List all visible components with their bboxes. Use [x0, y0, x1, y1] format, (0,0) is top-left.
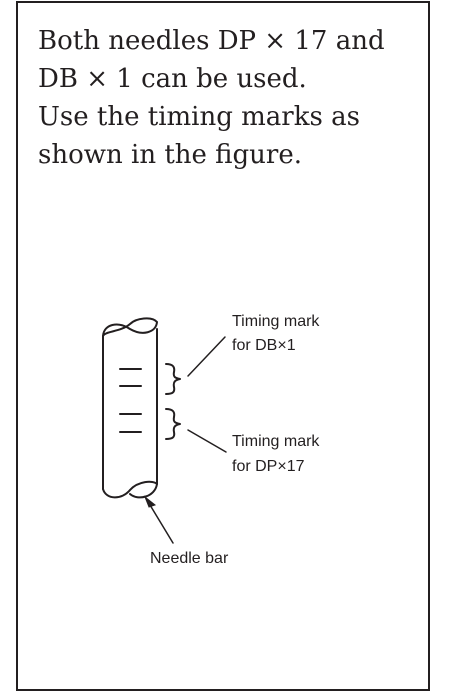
label-dp-line-2: for DP×17 — [232, 458, 305, 475]
instruction-line-4: shown in the figure. — [38, 140, 302, 170]
leader-line-dp — [187, 429, 227, 453]
needle-bar-top-break — [102, 317, 158, 337]
label-needle-bar: Needle bar — [150, 550, 229, 567]
needle-bar-bottom-break — [102, 480, 158, 499]
needle-bar — [102, 317, 158, 499]
leader-line-db — [187, 336, 226, 377]
leader-line-needle-bar — [149, 504, 174, 544]
instruction-line-2: DB × 1 can be used. — [38, 64, 307, 94]
instruction-line-1: Both needles DP × 17 and — [38, 26, 385, 56]
instruction-text: Both needles DP × 17 and DB × 1 can be u… — [38, 22, 418, 174]
bracket-dp-icon — [165, 408, 181, 440]
arrow-head-icon — [143, 495, 157, 508]
label-dp-line-1: Timing mark — [232, 433, 320, 450]
page-frame — [16, 1, 430, 691]
label-db-line-1: Timing mark — [232, 313, 320, 330]
instruction-line-3: Use the timing marks as — [38, 102, 360, 132]
label-db-line-2: for DB×1 — [232, 337, 296, 354]
bracket-db-icon — [165, 363, 181, 395]
